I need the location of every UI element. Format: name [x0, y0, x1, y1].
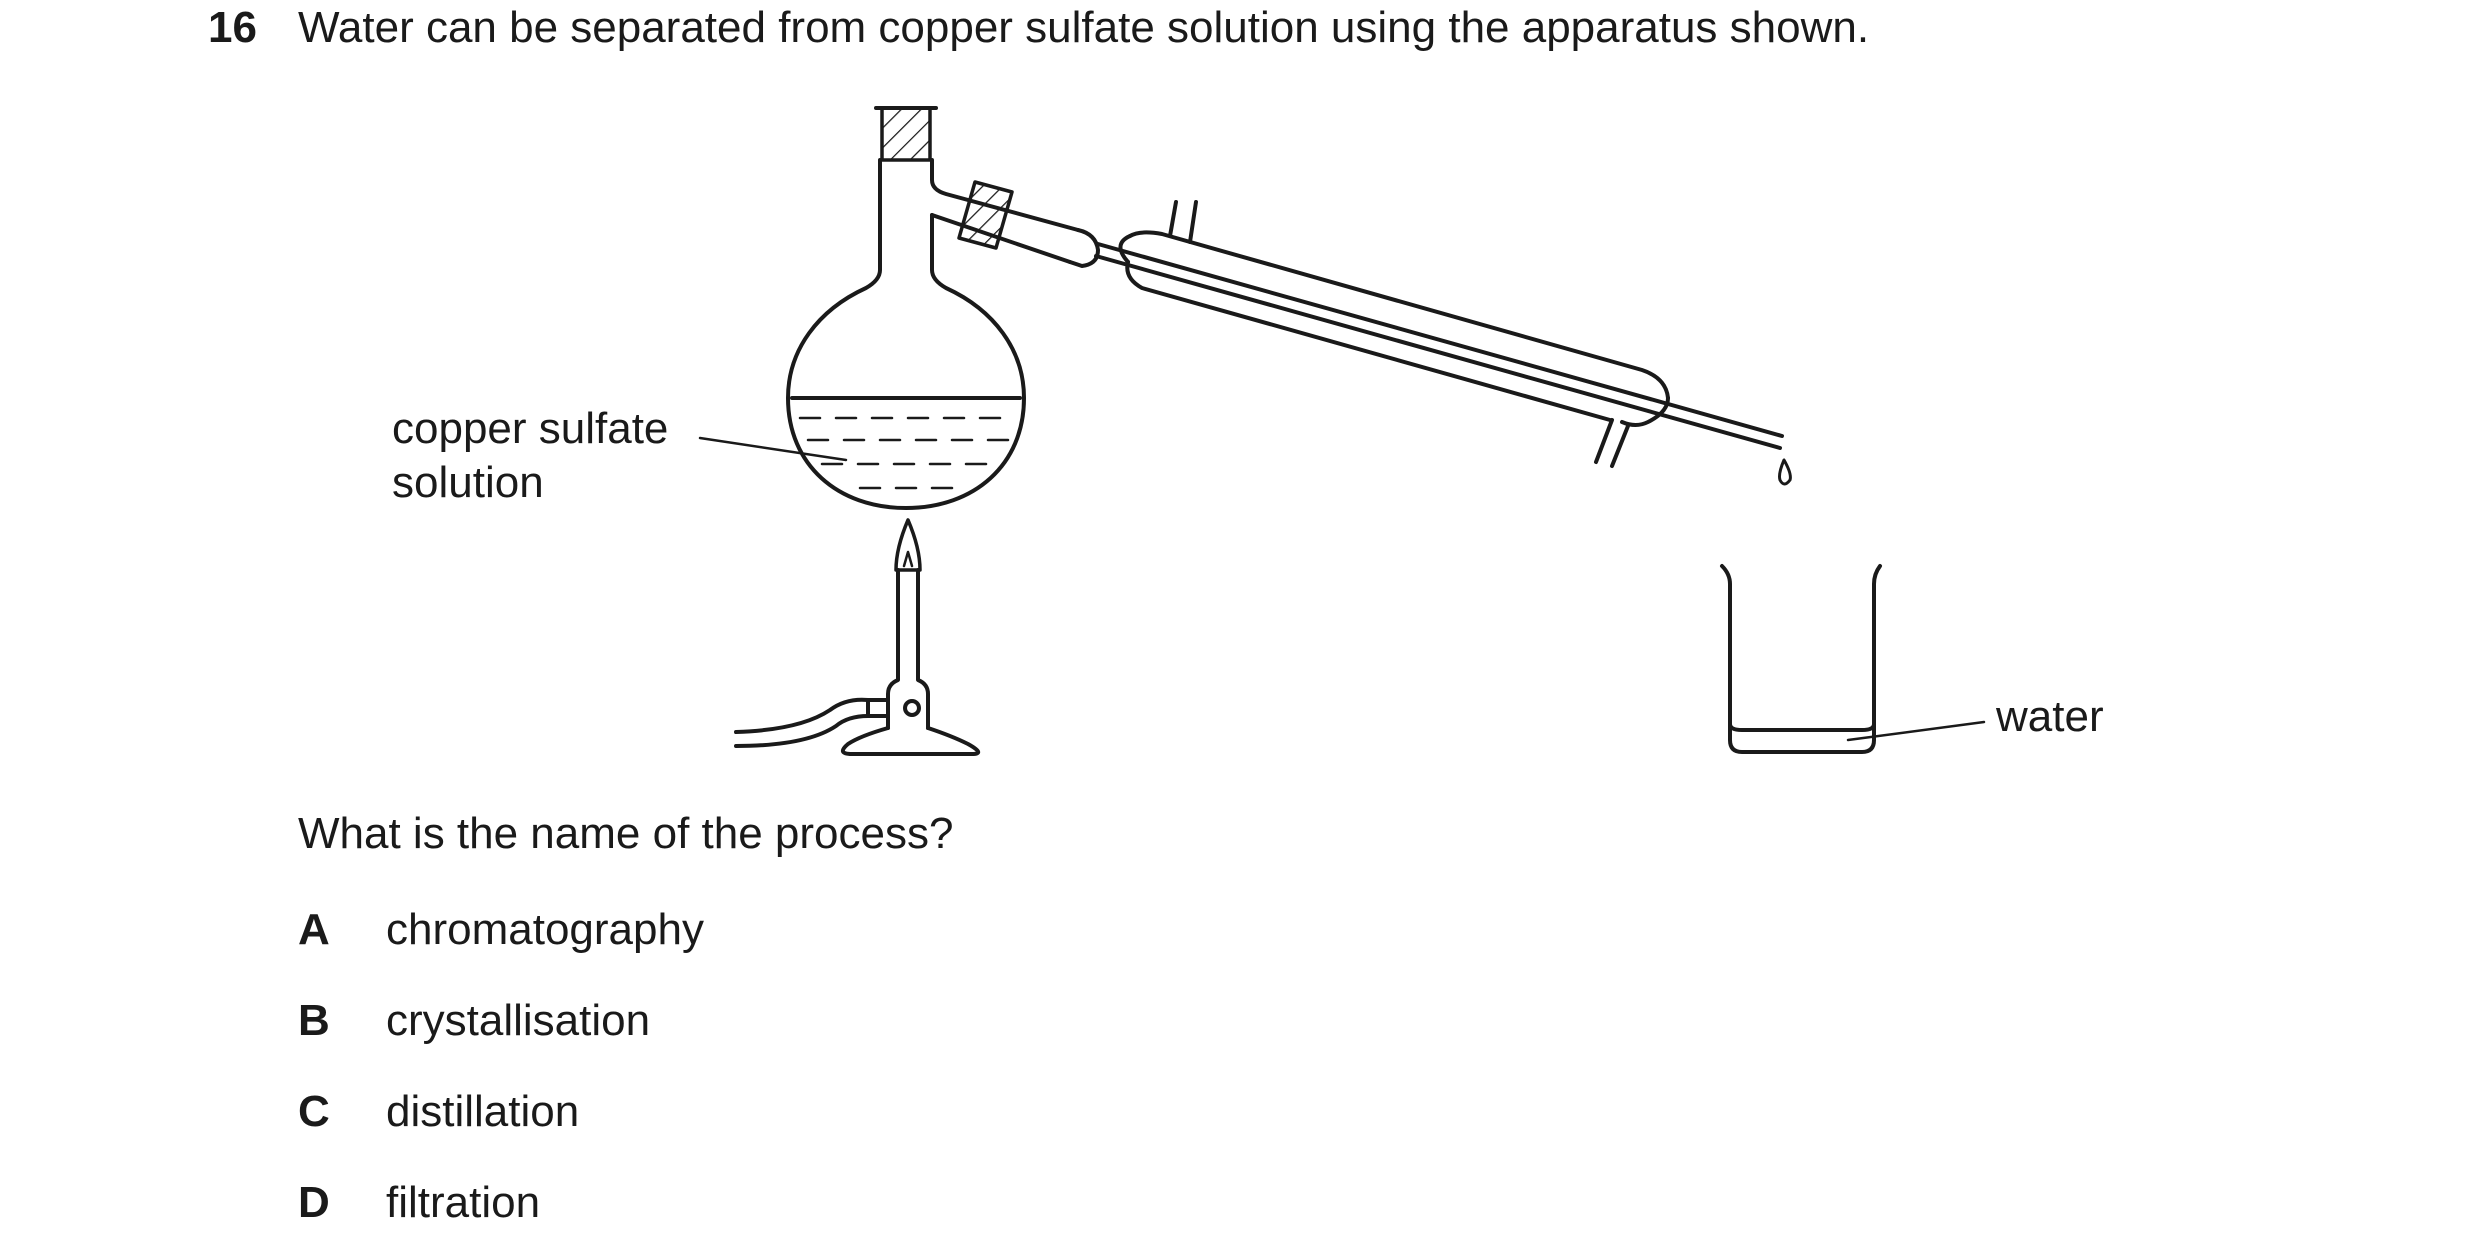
option-d-text: filtration: [386, 1178, 541, 1227]
option-b-letter: B: [298, 996, 330, 1045]
option-a-letter: A: [298, 905, 330, 954]
side-arm-bulb: [1068, 228, 1100, 268]
label-copper-sulfate-solution: copper sulfate solution: [392, 404, 669, 507]
option-a[interactable]: A chromatography: [298, 904, 704, 956]
copper-sulfate-leader-line: [698, 436, 848, 462]
flask-stopper: [874, 106, 938, 162]
round-bottom-flask: [786, 158, 1080, 510]
label-water: water: [1996, 692, 2104, 741]
question-prompt: What is the name of the process?: [298, 809, 954, 858]
liebig-condenser: [1094, 200, 1784, 468]
option-b-text: crystallisation: [386, 996, 651, 1045]
water-droplet: [1778, 458, 1792, 486]
water-leader-line: [1846, 720, 1986, 742]
option-b[interactable]: B crystallisation: [298, 995, 650, 1047]
beaker: [1720, 564, 1882, 754]
option-a-text: chromatography: [386, 905, 704, 954]
copper-sulfate-solution-level: [790, 396, 1022, 490]
option-c-text: distillation: [386, 1087, 580, 1136]
option-d[interactable]: D filtration: [298, 1177, 540, 1229]
option-c[interactable]: C distillation: [298, 1086, 579, 1138]
side-arm-cork: [957, 180, 1014, 250]
option-d-letter: D: [298, 1178, 330, 1227]
question-number: 16: [208, 3, 257, 52]
bunsen-burner: [734, 518, 980, 756]
question-stem: Water can be separated from copper sulfa…: [298, 3, 1870, 52]
option-c-letter: C: [298, 1087, 330, 1136]
